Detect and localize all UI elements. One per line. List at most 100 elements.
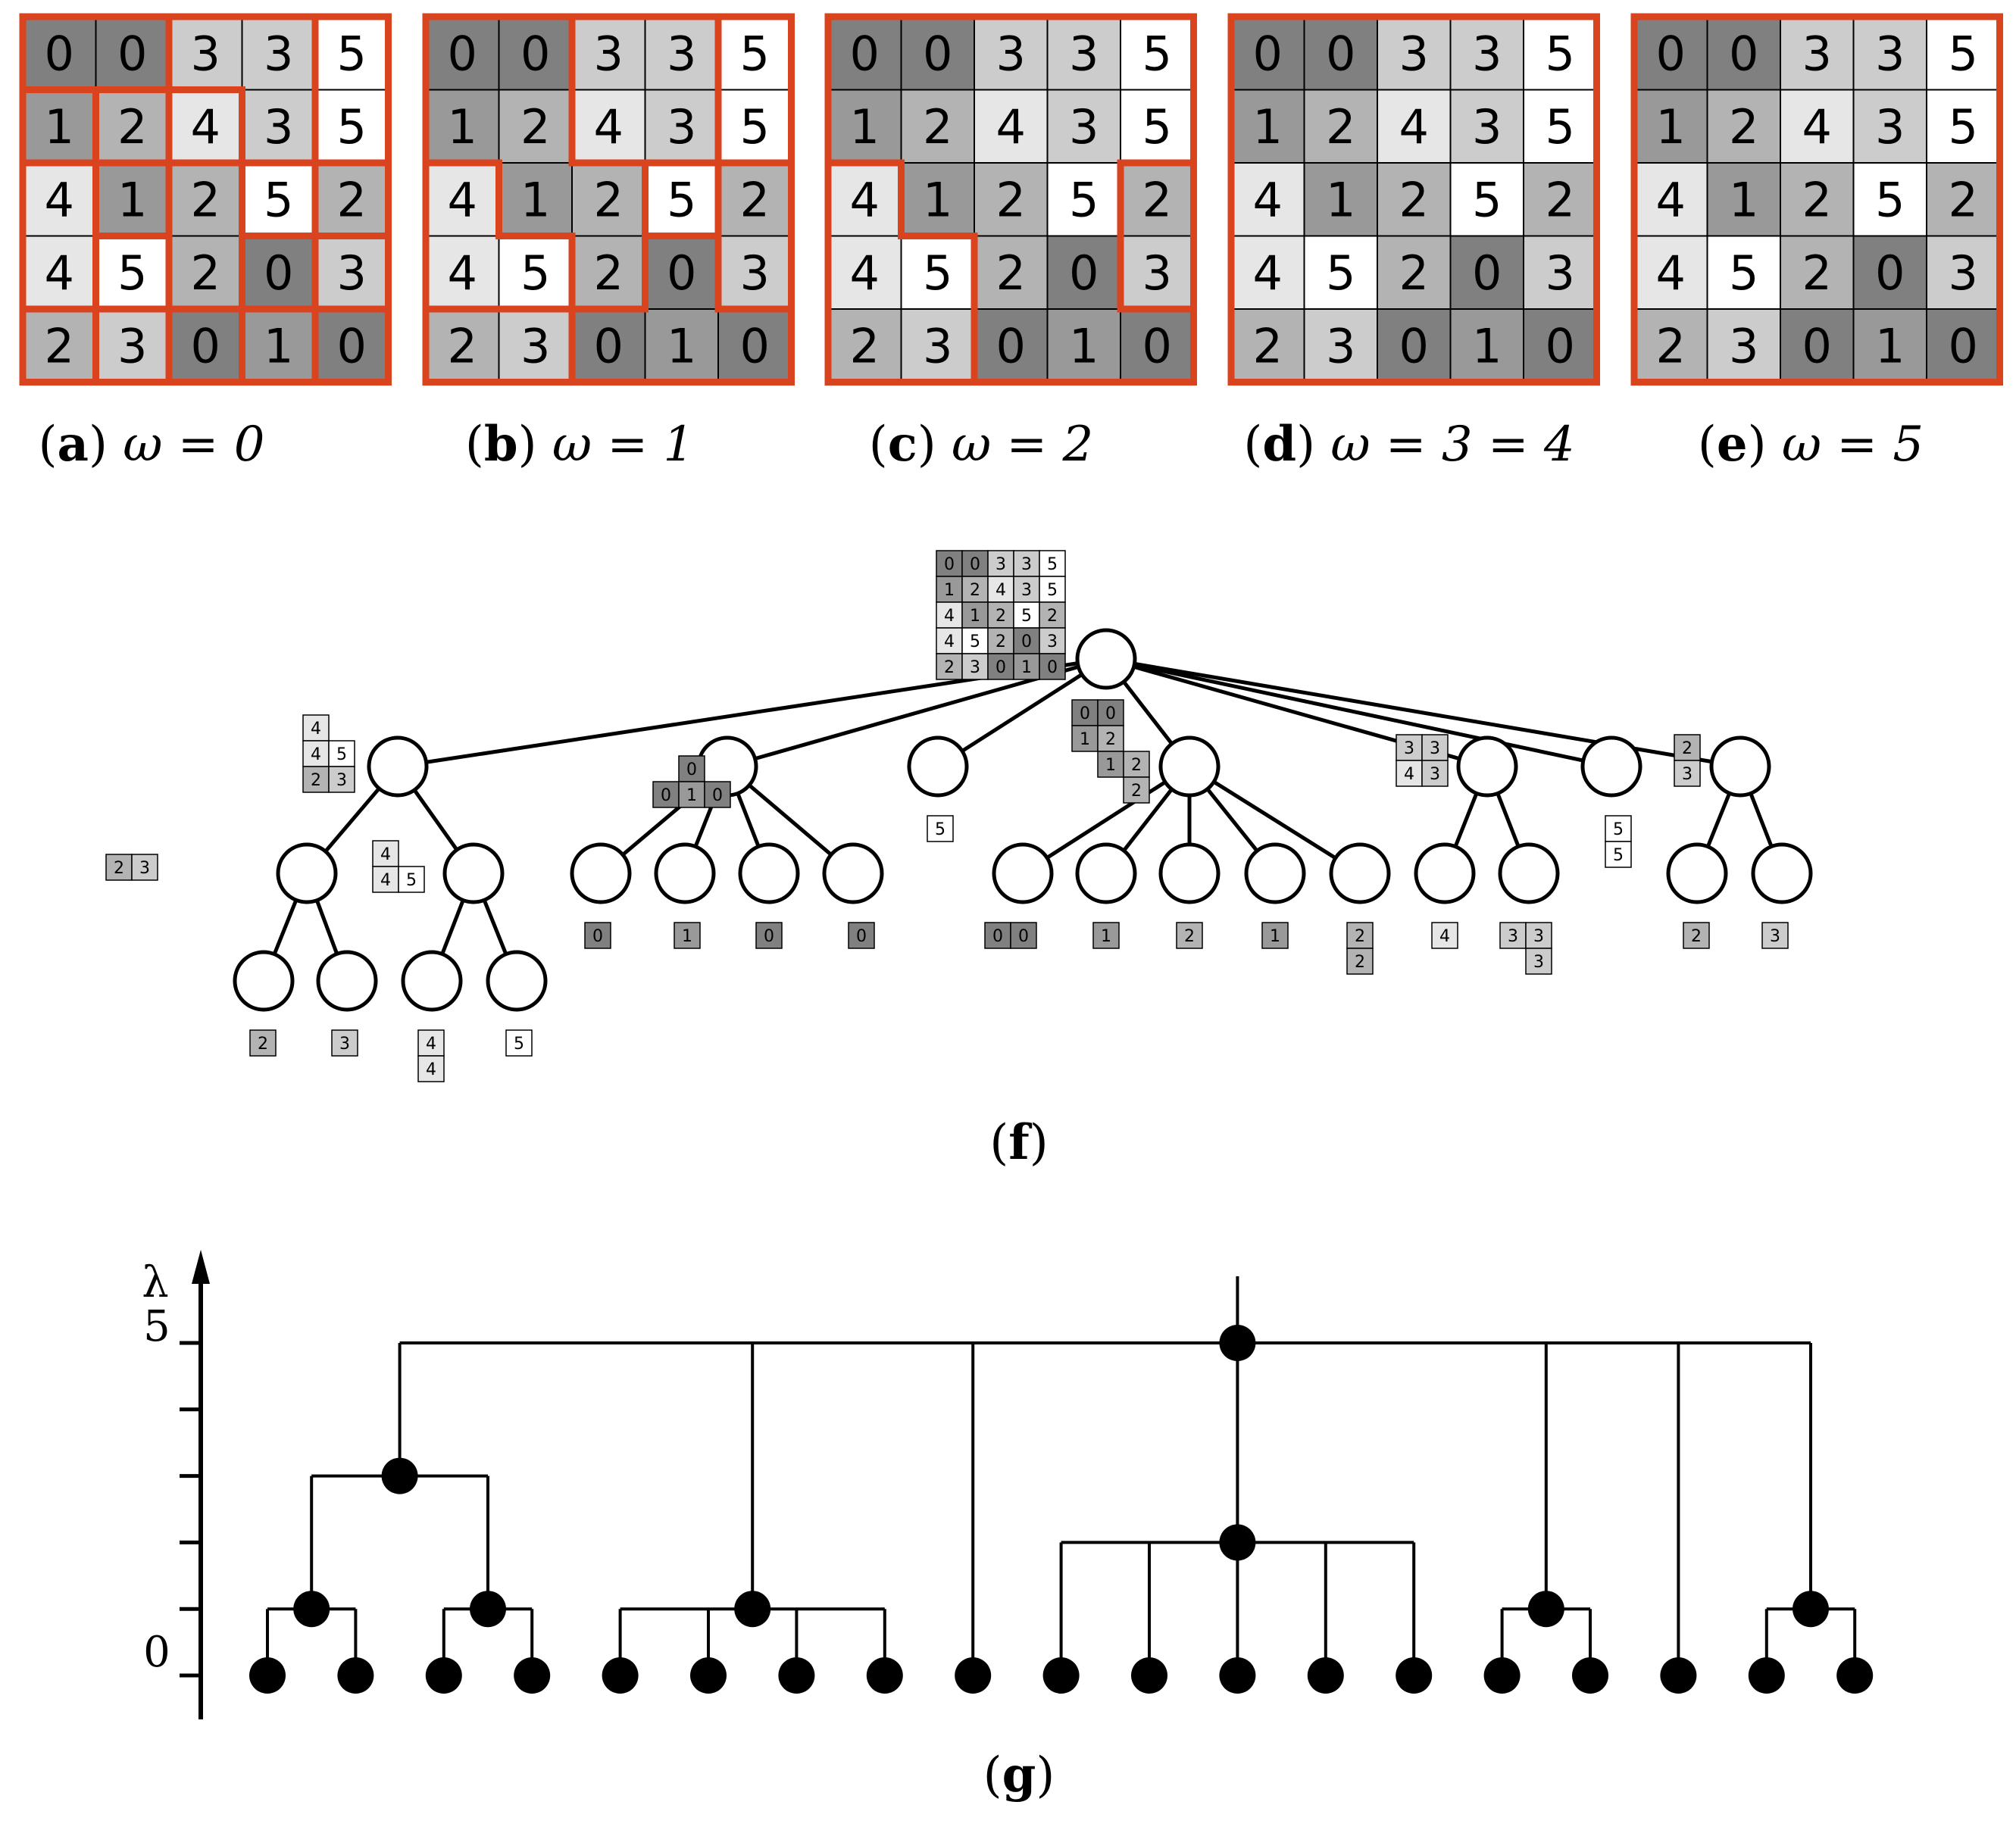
grid-cell (425, 89, 500, 164)
mini-cell-value: 4 (380, 845, 391, 864)
cell-value: 2 (594, 245, 624, 301)
dendrogram-node (381, 1457, 418, 1494)
mini-cell-value: 3 (995, 555, 1006, 574)
tree-node (442, 842, 505, 904)
mini-region: 44 (417, 1029, 445, 1082)
cell-value: 0 (1472, 245, 1502, 301)
cell-value: 0 (448, 26, 477, 81)
component-tree (233, 628, 1813, 1012)
caption-b: (b) ω = 1 (465, 416, 694, 473)
mini-cell-value: 0 (1080, 704, 1090, 723)
mini-region: 1 (674, 922, 701, 949)
mini-cell-value: 3 (139, 859, 150, 878)
caption-f: (f) (989, 1114, 1048, 1171)
cell-value: 3 (1729, 318, 1758, 373)
cell-value: 2 (1802, 172, 1832, 227)
tree-node (1414, 842, 1476, 904)
cell-value: 3 (594, 26, 624, 81)
dendrogram-node (602, 1657, 639, 1694)
mini-region: 3 (1761, 922, 1789, 949)
mini-cell (1013, 576, 1040, 603)
grid-cell (1377, 16, 1452, 91)
cell-value: 4 (1802, 99, 1832, 155)
cell-value: 2 (1656, 318, 1686, 373)
mini-cell (372, 866, 399, 893)
dendrogram-node (514, 1657, 551, 1694)
mini-cell (302, 714, 330, 742)
cell-value: 4 (1253, 245, 1283, 301)
cell-value: 5 (1546, 26, 1575, 81)
cell-value: 0 (264, 245, 293, 301)
dendrogram-node (1219, 1524, 1256, 1561)
cell-value: 0 (1142, 318, 1172, 373)
mini-cell-value: 1 (1270, 927, 1280, 946)
cell-value: 4 (1399, 99, 1429, 155)
mini-cell-value: 5 (336, 745, 347, 764)
grid-cell (1449, 235, 1524, 310)
mini-cell (1346, 922, 1374, 949)
mini-cell (1421, 760, 1449, 787)
mini-cell-value: 5 (1613, 820, 1624, 839)
grid-cell (241, 235, 316, 310)
mini-cell (398, 866, 425, 893)
axis-label-lambda: λ (142, 1258, 169, 1307)
mini-cell (927, 815, 954, 842)
grid-cell (168, 308, 243, 383)
cell-value: 3 (1949, 245, 1978, 301)
grid-cell (1449, 162, 1524, 237)
cell-value: 0 (1949, 318, 1978, 373)
mini-cell-value: 4 (944, 607, 955, 626)
cell-value: 3 (923, 318, 952, 373)
mini-cell-value: 0 (1105, 704, 1116, 723)
cell-value: 0 (1399, 318, 1429, 373)
mini-cell (1261, 922, 1289, 949)
mini-cell (1010, 922, 1037, 949)
grid-cell (1926, 162, 2001, 237)
mini-cell (1039, 627, 1066, 654)
mini-region: 2 (1674, 734, 1701, 761)
grid-cell (1449, 308, 1524, 383)
mini-cell (331, 1029, 358, 1057)
mini-region: 4 (1431, 922, 1458, 949)
cell-value: 5 (667, 172, 696, 227)
cell-value: 5 (740, 26, 770, 81)
cell-value: 2 (520, 99, 550, 155)
grid-cell (498, 16, 573, 91)
dendrogram-node (866, 1657, 903, 1694)
tree-edge (1021, 764, 1191, 876)
mini-cell-value: 1 (1105, 756, 1116, 775)
grid-cell (1046, 16, 1121, 91)
cell-value: 4 (1656, 245, 1686, 301)
tree-node (1075, 628, 1137, 690)
grid-cell (974, 308, 1049, 383)
mini-region: 5 (505, 1029, 533, 1057)
mini-cell-value: 3 (1508, 927, 1518, 946)
caption-c: (c) ω = 2 (869, 416, 1093, 473)
tick-label-5: 5 (143, 1302, 170, 1351)
mini-cell-value: 3 (1682, 765, 1693, 784)
grid-cell (1780, 162, 1855, 237)
cell-value: 2 (1546, 172, 1575, 227)
mini-cell-value: 2 (944, 658, 955, 677)
tree-node (570, 842, 632, 904)
mini-cell-value: 2 (1355, 953, 1365, 972)
cell-value: 3 (1875, 99, 1905, 155)
cell-value: 5 (337, 26, 367, 81)
grid-cell (1633, 235, 1708, 310)
mini-cell-value: 0 (970, 555, 980, 574)
mini-cell (1346, 948, 1374, 975)
mini-cell (652, 781, 680, 808)
mini-cell-value: 1 (1080, 730, 1090, 749)
mini-cell (1039, 576, 1066, 603)
dendrogram-node (1793, 1591, 1829, 1628)
cell-value: 3 (264, 99, 293, 155)
grid-cell (498, 308, 573, 383)
mini-cell-value: 5 (1047, 555, 1058, 574)
mini-cell-value: 0 (992, 927, 1003, 946)
cell-value: 0 (1069, 245, 1099, 301)
mini-cell-value: 2 (311, 771, 321, 790)
cell-value: 1 (1729, 172, 1758, 227)
